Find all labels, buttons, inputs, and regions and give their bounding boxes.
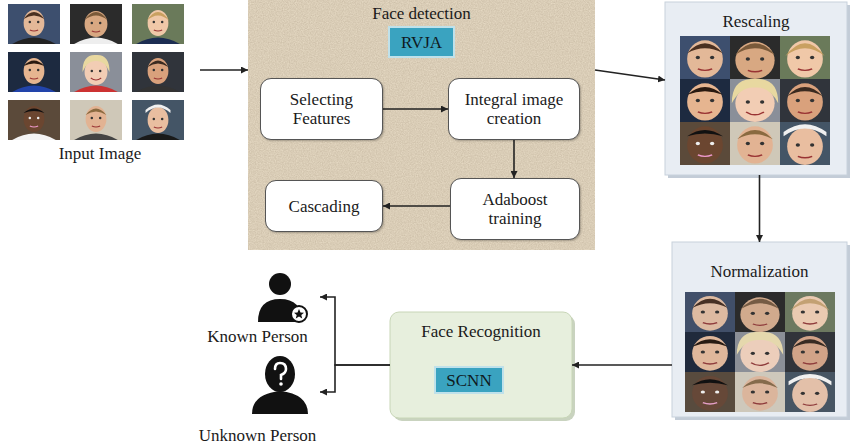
flow-arrow	[383, 108, 448, 110]
node-label: Selecting Features	[269, 90, 374, 128]
icon-star	[294, 309, 304, 319]
face-crop	[765, 368, 852, 421]
icon-body	[252, 391, 308, 414]
photo	[132, 4, 184, 44]
icon-question-dot	[279, 382, 283, 386]
node-label: Face Recognition	[421, 322, 540, 341]
outcome-node: Unknown Person	[195, 350, 320, 445]
flow-arrow	[200, 69, 248, 71]
panel-fill	[248, 0, 595, 250]
photo	[70, 4, 122, 44]
normalization-panel	[665, 242, 852, 421]
flow-arrow	[320, 365, 390, 392]
node-label: Adaboost training	[459, 190, 571, 228]
node-label: Face detection	[372, 4, 471, 23]
node-label: Integral image creation	[457, 90, 571, 128]
rescaling-panel	[660, 2, 850, 178]
recognition-panel	[390, 312, 575, 421]
photo	[8, 4, 60, 44]
photo	[8, 100, 60, 140]
flow-arrow	[572, 364, 672, 366]
known-person-icon	[258, 273, 307, 322]
method-tag: SCNN	[434, 366, 504, 394]
node-label: SCNN	[446, 371, 491, 390]
input-image: Input Image	[0, 0, 200, 163]
process-box: Integral image creation	[448, 78, 580, 140]
input-photos	[8, 4, 184, 140]
icon-head	[269, 273, 291, 295]
rescaling-panel: Rescaling	[665, 2, 847, 175]
outcome-node: Known Person	[195, 270, 320, 346]
photo	[132, 100, 184, 140]
photo	[132, 52, 184, 92]
flow-arrow	[595, 70, 665, 80]
photo	[8, 52, 60, 92]
photo	[70, 52, 122, 92]
node-label: Unknown Person	[199, 426, 317, 445]
face-grid	[665, 288, 852, 421]
recognition-panel: Face RecognitionSCNN	[390, 312, 572, 418]
face-crop	[760, 118, 849, 175]
node-label: Rescaling	[722, 12, 789, 31]
process-box: Cascading	[265, 180, 383, 232]
node-label: Input Image	[59, 144, 142, 163]
panel-ground	[248, 0, 595, 250]
icon-question-mark	[275, 363, 286, 379]
photo	[70, 100, 122, 140]
process-box: Selecting Features	[260, 78, 383, 140]
node-label: Cascading	[289, 197, 360, 216]
node-label: Known Person	[207, 327, 308, 346]
panel-fill	[390, 312, 572, 418]
flow-arrow	[513, 140, 515, 178]
flow-arrow	[383, 205, 450, 207]
unknown-person-icon	[252, 356, 308, 414]
detection-panel: Face detectionRVJA Selecting Features Inte…	[248, 0, 595, 250]
process-box: Adaboost training	[450, 178, 580, 240]
panel-texture	[248, 0, 595, 250]
node-label: Normalization	[710, 262, 808, 281]
icon-head	[265, 356, 295, 392]
method-tag: RVJA	[388, 26, 455, 58]
normalization-panel: Normalization	[672, 242, 847, 417]
node-label: RVJA	[401, 33, 442, 52]
icon-badge	[291, 306, 307, 322]
flow-arrow	[320, 297, 390, 365]
flow-arrow	[759, 175, 761, 242]
